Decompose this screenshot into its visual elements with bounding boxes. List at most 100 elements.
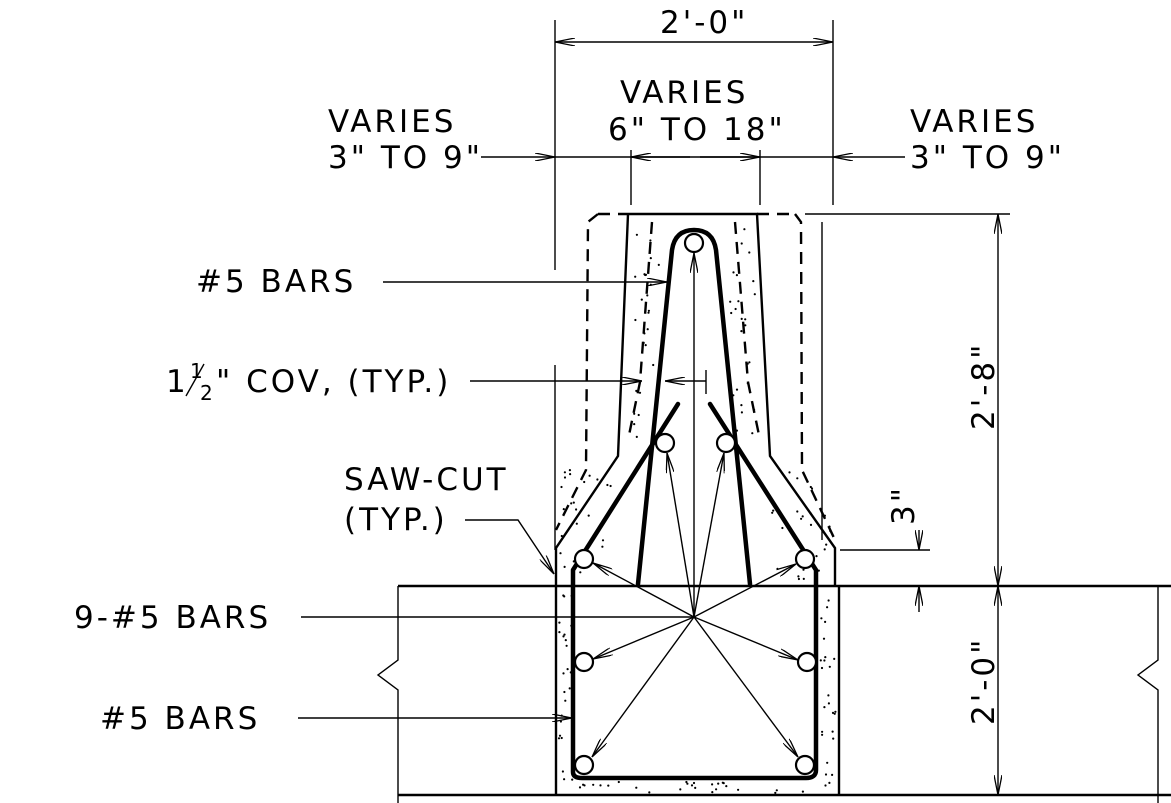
- svg-text:" COV, (TYP.): " COV, (TYP.): [216, 364, 451, 400]
- stipple-dot: [796, 510, 799, 513]
- stipple-dot: [649, 257, 652, 260]
- stipple-dot: [646, 294, 649, 297]
- stipple-dot: [753, 293, 756, 296]
- stipple-dot: [643, 332, 646, 335]
- stipple-dot: [647, 309, 651, 312]
- stipple-dot: [832, 737, 835, 740]
- stipple-dot: [560, 485, 563, 489]
- stipple-dot: [560, 714, 563, 717]
- stipple-dot: [563, 471, 567, 474]
- stipple-dot: [564, 699, 567, 702]
- stipple-dot: [748, 251, 751, 254]
- stipple-dot: [588, 474, 591, 477]
- stipple-dot: [827, 702, 831, 705]
- stipple-dot: [579, 571, 582, 574]
- stipple-dot: [788, 471, 791, 474]
- max-profile-dashed: [554, 212, 837, 541]
- stipple-dot: [583, 480, 586, 484]
- stipple-dot: [649, 283, 652, 286]
- stipple-dot: [801, 515, 804, 518]
- stipple-dot: [582, 783, 585, 786]
- right-varies-line1: VARIES: [910, 104, 1038, 140]
- lower-height-dimension: 2'-0": [966, 637, 1002, 725]
- extension-lines: [554, 20, 1010, 587]
- stipple-dot: [575, 522, 578, 525]
- stipple-dot: [563, 476, 567, 479]
- stipple-dot: [797, 575, 800, 578]
- stipple-dot: [821, 730, 824, 733]
- stipple-dot: [820, 666, 824, 670]
- stipple-dot: [774, 791, 777, 795]
- bar-dot: [794, 548, 816, 570]
- stipple-dot: [563, 565, 566, 569]
- stipple-dot: [558, 631, 561, 634]
- stipple-dot: [572, 501, 575, 504]
- bar-dot: [654, 432, 676, 454]
- stipple-dot: [558, 734, 562, 737]
- stipple-dot: [746, 382, 749, 385]
- stipple-dot: [831, 730, 834, 733]
- bars-bottom-label: #5 BARS: [100, 701, 260, 737]
- stipple-dot: [578, 786, 582, 789]
- stipple-dot: [781, 526, 784, 530]
- stipple-dot: [737, 300, 740, 303]
- stipple-dot: [824, 656, 827, 659]
- stipple-dot: [753, 408, 756, 411]
- center-varies-line2: 6" TO 18": [608, 112, 786, 148]
- top-hairpin-bar: [635, 227, 753, 587]
- stipple-dot: [637, 413, 640, 417]
- stipple-dot: [569, 473, 572, 476]
- stipple-dot: [802, 568, 805, 571]
- upper-height-dimension: 2'-8": [966, 342, 1002, 430]
- stipple-dot: [606, 483, 609, 487]
- stipple-dot: [744, 318, 747, 321]
- stipple-dot: [571, 778, 574, 781]
- stipple-dot: [648, 791, 651, 794]
- stipple-dot: [776, 567, 779, 571]
- stipple-dot: [730, 311, 733, 315]
- stipple-dot: [721, 781, 724, 784]
- stipple-dot: [827, 599, 830, 602]
- bar-dot: [573, 754, 595, 776]
- stipple-dot: [607, 784, 610, 787]
- stipple-dot: [642, 341, 645, 344]
- stipple-dot: [729, 300, 732, 303]
- bar-dot: [715, 432, 737, 454]
- stipple-dot: [740, 411, 744, 414]
- cover-label: 1 1 2 " COV, (TYP.): [166, 359, 451, 405]
- stipple-dot: [800, 517, 803, 520]
- stipple-dot: [694, 786, 697, 790]
- stipple-dot: [635, 233, 639, 236]
- stipple-dot: [646, 328, 649, 331]
- stipple-dot: [820, 617, 823, 620]
- stipple-dot: [823, 548, 826, 551]
- stipple-dot: [565, 644, 568, 647]
- stipple-dot: [644, 273, 647, 277]
- stipple-dot: [638, 391, 642, 394]
- stipple-dot: [732, 271, 735, 274]
- stipple-dot: [740, 404, 743, 407]
- stipple-dot: [635, 786, 638, 789]
- stipple-dot: [652, 363, 655, 367]
- stipple-dot: [560, 736, 563, 740]
- stipple-dot: [634, 318, 637, 322]
- stipple-dot: [686, 782, 689, 785]
- rebar-dots: [573, 232, 818, 776]
- stipple-dot: [711, 791, 714, 794]
- stipple-dot: [633, 412, 636, 415]
- stipple-dot: [772, 509, 775, 512]
- top-width-dimension: 2'-0": [660, 5, 748, 41]
- stipple-dot: [828, 781, 831, 785]
- stipple-dot: [558, 621, 561, 624]
- stipple-dot: [824, 773, 828, 776]
- stipple-dot: [734, 307, 737, 311]
- stipple-dot: [748, 361, 751, 364]
- stipple-dot: [827, 694, 830, 697]
- stipple-dot: [640, 298, 643, 301]
- stipple-dot: [771, 511, 774, 514]
- stipple-dot: [744, 324, 747, 327]
- stipple-dot: [559, 552, 562, 555]
- left-diagonal-bar: [570, 401, 819, 781]
- stipple-dot: [649, 239, 652, 242]
- stipple-dot: [559, 720, 563, 723]
